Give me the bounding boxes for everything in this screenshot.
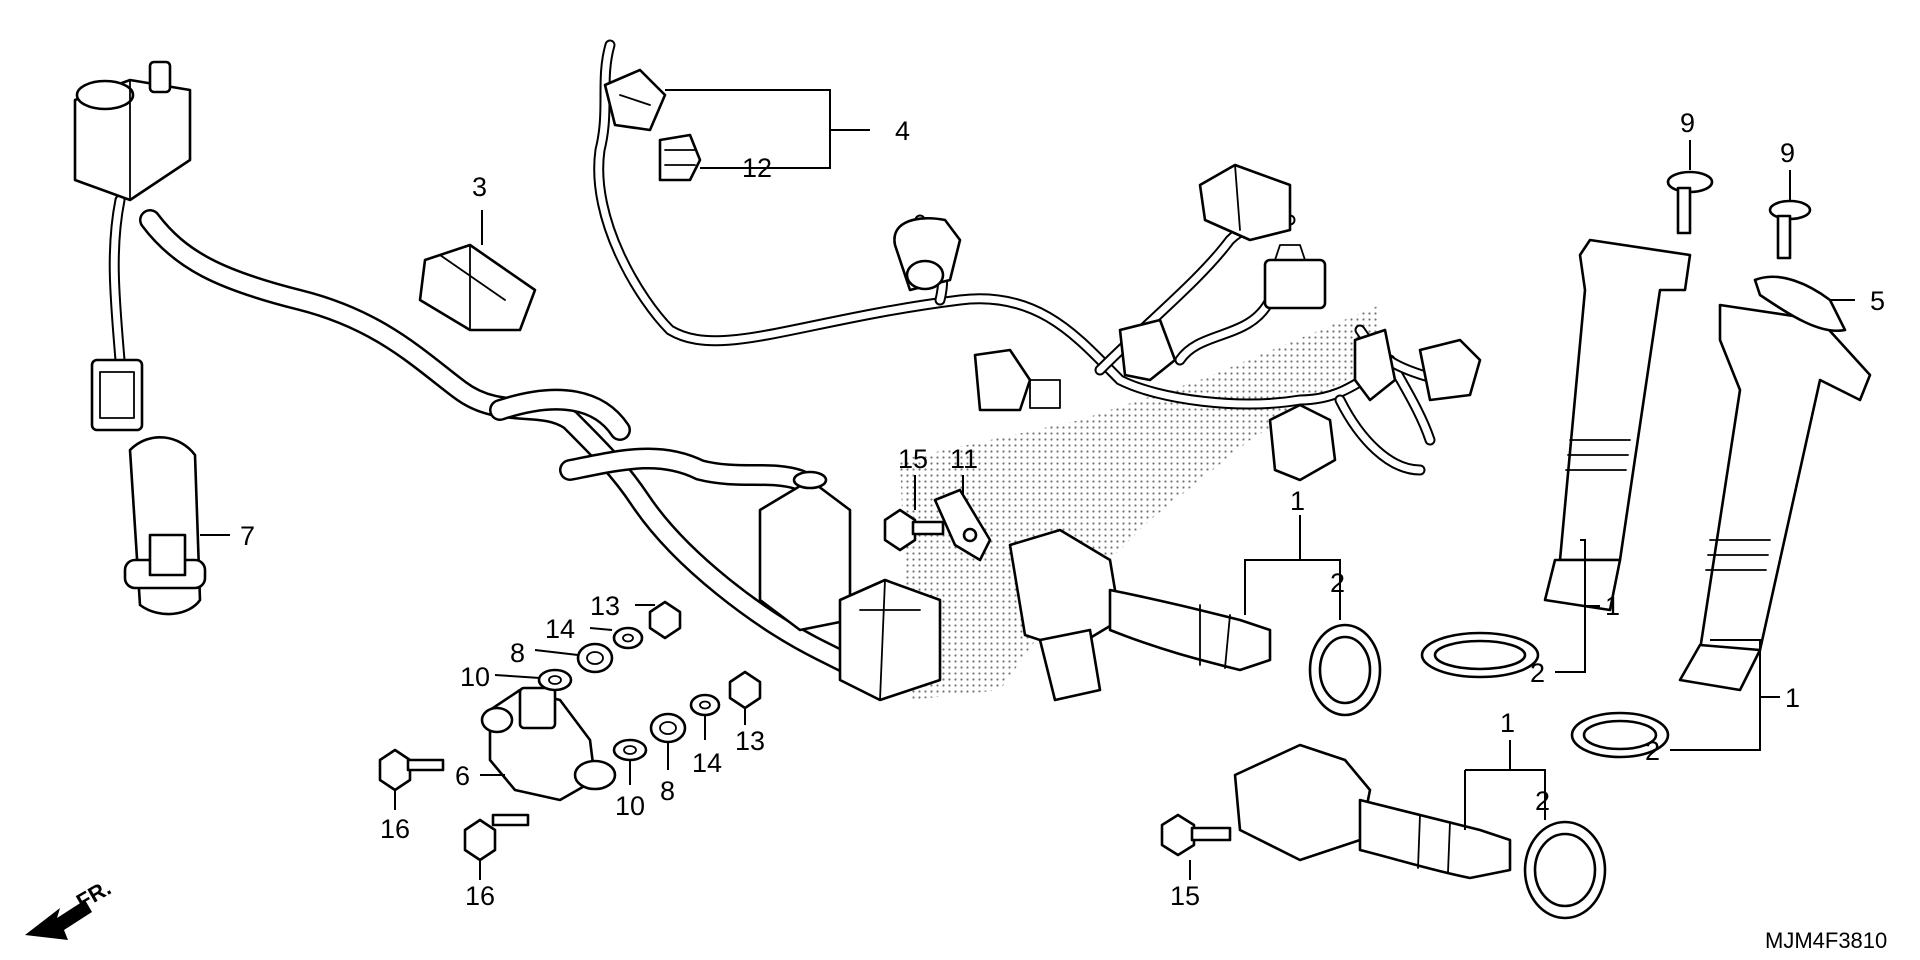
callout-14-lower: 14 xyxy=(692,748,722,778)
nut-13-lower xyxy=(728,670,762,710)
bolt-16-upper xyxy=(378,748,445,792)
callout-15-lower: 15 xyxy=(1170,881,1200,911)
connector-12 xyxy=(658,133,702,182)
callout-8-lower: 8 xyxy=(660,776,675,806)
callout-3: 3 xyxy=(472,172,487,202)
bolt-15-lower xyxy=(1160,813,1232,857)
callout-1-lower: 1 xyxy=(1500,708,1515,738)
connector-mid-6 xyxy=(1268,403,1337,482)
diagram-code: MJM4F3810 xyxy=(1765,928,1887,953)
connector-left-upper xyxy=(90,358,144,432)
callout-8-upper: 8 xyxy=(510,638,525,668)
callout-15-upper: 15 xyxy=(898,444,928,474)
connector-mid-3 xyxy=(1263,244,1327,310)
seal-ring-lower xyxy=(1523,820,1607,920)
callout-labels: 4 12 3 7 9 9 5 1 2 1 2 1 2 1 2 15 11 15 … xyxy=(240,108,1885,911)
callout-2-center: 2 xyxy=(1330,568,1345,598)
seal-ring-right-1 xyxy=(1420,631,1540,679)
bolt-15-upper xyxy=(883,508,945,552)
callout-14-upper: 14 xyxy=(545,614,575,644)
sensor-6 xyxy=(480,686,617,802)
ignition-coil-right-2 xyxy=(1678,303,1872,692)
callout-12: 12 xyxy=(742,153,772,183)
ignition-coil-center xyxy=(1008,528,1272,702)
clamp-5 xyxy=(1753,275,1847,333)
collar-8-lower xyxy=(649,712,687,744)
callout-9-left: 9 xyxy=(1680,108,1695,138)
connector-mid-5 xyxy=(1118,318,1177,382)
callout-9-right: 9 xyxy=(1780,138,1795,168)
front-direction-marker: FR. xyxy=(25,875,115,940)
ignition-coil-right-1 xyxy=(1543,238,1692,612)
seal-ring-center xyxy=(1308,623,1382,717)
callout-1-center: 1 xyxy=(1290,486,1305,516)
bolt-9-left xyxy=(1666,170,1714,235)
canister-center xyxy=(758,470,852,632)
callout-13-upper: 13 xyxy=(590,591,620,621)
connector-mid-1 xyxy=(893,216,962,292)
connector-3 xyxy=(418,243,537,332)
collar-8-upper xyxy=(576,642,614,674)
callout-16-lower: 16 xyxy=(465,881,495,911)
connector-mid-2 xyxy=(1198,163,1292,242)
callout-13-lower: 13 xyxy=(735,726,765,756)
connector-mid-4 xyxy=(973,348,1061,412)
nut-13-upper xyxy=(648,600,682,640)
leader-lines xyxy=(200,89,1855,880)
bolt-9-right xyxy=(1768,199,1812,260)
callout-10-lower: 10 xyxy=(615,791,645,821)
connector-mid-7 xyxy=(1353,328,1397,402)
seal-ring-right-2 xyxy=(1570,711,1670,759)
connector-holder-7 xyxy=(123,436,207,616)
callout-2-lower: 2 xyxy=(1535,786,1550,816)
ignition-coil-lower xyxy=(1233,743,1512,880)
connector-center-large xyxy=(838,578,942,702)
callout-16-upper: 16 xyxy=(380,814,410,844)
washer-14-upper xyxy=(612,626,644,650)
callout-2-right-2: 2 xyxy=(1645,736,1660,766)
callout-10-upper: 10 xyxy=(460,662,490,692)
callout-11: 11 xyxy=(950,444,978,474)
connector-4-top xyxy=(603,68,667,132)
callout-1-right-2: 1 xyxy=(1785,683,1800,713)
callout-5: 5 xyxy=(1870,286,1885,316)
callout-7: 7 xyxy=(240,521,255,551)
callout-1-right-1: 1 xyxy=(1605,591,1620,621)
bracket-11 xyxy=(933,488,992,562)
washer-10-upper xyxy=(537,668,573,692)
callout-6: 6 xyxy=(455,761,470,791)
washer-10-lower xyxy=(612,738,648,762)
connector-mid-8 xyxy=(1418,338,1482,402)
callout-2-right-1: 2 xyxy=(1530,658,1545,688)
canister-top-left xyxy=(73,60,192,202)
bolt-16-lower xyxy=(463,813,530,862)
washer-14-lower xyxy=(689,693,721,717)
callout-4: 4 xyxy=(895,116,910,146)
